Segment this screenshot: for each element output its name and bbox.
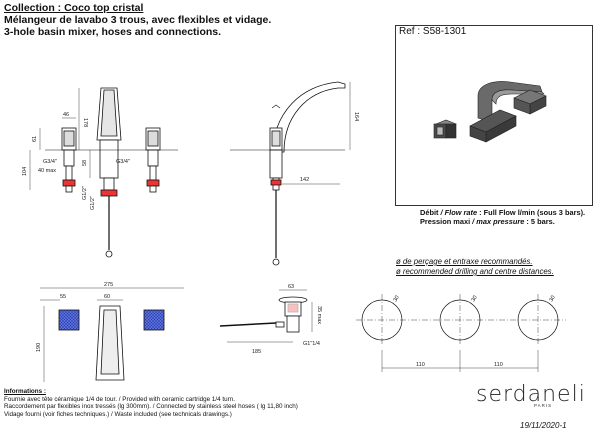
dim-58: 58 bbox=[82, 160, 88, 166]
dim-g12-a: G1/2" bbox=[82, 186, 88, 200]
product-render bbox=[433, 81, 547, 143]
side-spout-arc bbox=[271, 81, 346, 153]
left-handle-face bbox=[63, 130, 75, 147]
dim-275: 275 bbox=[104, 282, 113, 288]
dim-g114: G1"1/4 bbox=[303, 341, 320, 347]
flow-label: Débit bbox=[420, 208, 439, 217]
dim-190: 190 bbox=[36, 343, 42, 352]
dim-61: 61 bbox=[32, 136, 38, 142]
header: Collection : Coco top cristal Mélangeur … bbox=[4, 2, 271, 38]
drilling-en: ø recommended drilling and centre distan… bbox=[396, 267, 554, 276]
pressure-value: : 5 bars. bbox=[524, 217, 555, 226]
drilling-note: ø de perçage et entraxe recommandés. ø r… bbox=[396, 257, 554, 277]
dim-g34-a: G3/4" bbox=[43, 159, 57, 165]
waste-drain bbox=[219, 289, 313, 343]
dim-63: 63 bbox=[288, 284, 294, 290]
dim-phi30-a: 30 bbox=[393, 295, 401, 303]
dim-185: 185 bbox=[252, 349, 261, 355]
reference-text: Ref : S58-1301 bbox=[399, 26, 467, 37]
information-title: Informations : bbox=[4, 388, 46, 395]
brand-logo: serdaneli bbox=[476, 382, 586, 407]
drilling-fr: ø de perçage et entraxe recommandés. bbox=[396, 257, 533, 266]
reference-box bbox=[395, 25, 593, 206]
pressure-label-en: / max pressure bbox=[470, 217, 525, 226]
dim-g34-b: G3/4" bbox=[116, 159, 130, 165]
flow-value: : Full Flow l/min (sous 3 bars). bbox=[477, 208, 586, 217]
dim-142: 142 bbox=[300, 177, 309, 183]
top-left-handle bbox=[58, 309, 80, 331]
dim-35max: 35 max bbox=[316, 306, 322, 324]
dim-phi30-c: 30 bbox=[549, 295, 557, 303]
brand-sub: PARIS bbox=[534, 403, 553, 408]
information-block: Informations : Fournie avec tête céramiq… bbox=[4, 388, 298, 418]
information-line: Raccordement par flexibles inox tressés … bbox=[4, 403, 298, 411]
collection-title: Collection : Coco top cristal bbox=[4, 2, 144, 14]
title-fr: Mélangeur de lavabo 3 trous, avec flexib… bbox=[4, 14, 272, 26]
title-en: 3-hole basin mixer, hoses and connection… bbox=[4, 26, 222, 38]
side-view bbox=[230, 81, 351, 266]
dim-g12-b: G1/2" bbox=[90, 196, 96, 210]
dim-40max: 40 max bbox=[38, 168, 56, 174]
flow-label-en: / Flow rate bbox=[438, 208, 478, 217]
dim-164: 164 bbox=[353, 112, 359, 121]
dim-110-b: 110 bbox=[494, 362, 503, 368]
dim-46: 46 bbox=[63, 112, 69, 118]
dim-110-a: 110 bbox=[416, 362, 425, 368]
document-date: 19/11/2020-1 bbox=[520, 421, 567, 430]
top-right-handle bbox=[143, 309, 165, 331]
information-line: Vidage fourni (voir fiches techniques.) … bbox=[4, 410, 232, 418]
pressure-label: Pression maxi bbox=[420, 217, 471, 226]
dim-55: 55 bbox=[60, 294, 66, 300]
dim-phi30-b: 30 bbox=[471, 295, 479, 303]
dim-178: 178 bbox=[82, 118, 88, 127]
drilling-holes bbox=[356, 294, 566, 372]
flow-info: Débit / Flow rate : Full Flow l/min (sou… bbox=[420, 208, 585, 226]
information-line: Fournie avec tête céramique 1/4 de tour.… bbox=[4, 395, 236, 403]
dim-60: 60 bbox=[104, 294, 110, 300]
top-view bbox=[40, 287, 184, 382]
front-view bbox=[29, 87, 178, 258]
dim-104: 104 bbox=[22, 167, 28, 176]
